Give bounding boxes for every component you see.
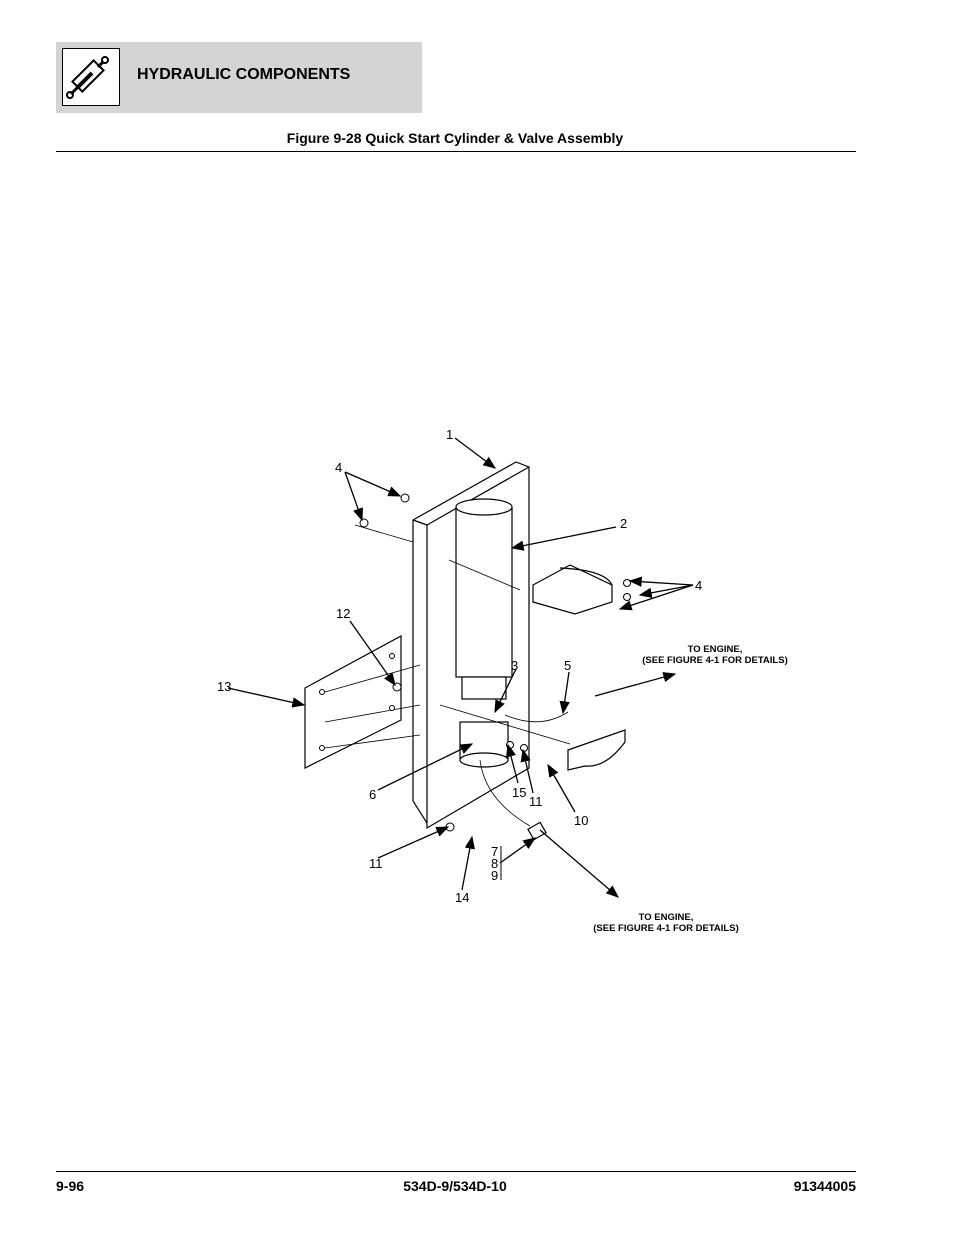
callout-13: 13: [217, 679, 231, 694]
callout-5: 5: [564, 658, 571, 673]
callout-1: 1: [446, 427, 453, 442]
figure-title: Figure 9-28 Quick Start Cylinder & Valve…: [286, 130, 624, 146]
model-number: 534D-9/534D-10: [403, 1178, 507, 1194]
backing-plate: [304, 634, 402, 769]
u-clamp-upper: [532, 564, 613, 615]
callout-9: 9: [491, 868, 498, 883]
callout-4-right: 4: [695, 578, 702, 593]
engine-note-top-line1: TO ENGINE,: [688, 644, 743, 655]
document-part-number: 91344005: [793, 1178, 856, 1194]
callout-2: 2: [620, 516, 627, 531]
callout-15: 15: [512, 785, 526, 800]
callout-8: 8: [491, 856, 498, 871]
callout-12: 12: [336, 606, 350, 621]
hydraulic-cylinder-icon: [62, 48, 120, 106]
footer-divider: [56, 1171, 856, 1172]
page-number: 9-96: [56, 1178, 85, 1194]
callout-11-left: 11: [369, 856, 383, 871]
engine-note-bottom-line2: (SEE FIGURE 4-1 FOR DETAILS): [593, 923, 739, 934]
section-header: HYDRAULIC COMPONENTS: [56, 42, 422, 113]
callout-4-left: 4: [335, 460, 342, 475]
quick-start-cylinder: [455, 506, 513, 678]
engine-note-top-line2: (SEE FIGURE 4-1 FOR DETAILS): [642, 655, 788, 666]
valve: [527, 821, 547, 841]
strap-clamp-lower: [567, 729, 626, 771]
callout-10: 10: [574, 813, 588, 828]
callout-11-right: 11: [529, 794, 543, 809]
callout-7: 7: [491, 844, 498, 859]
engine-note-bottom-line1: TO ENGINE,: [639, 912, 694, 923]
section-title: HYDRAULIC COMPONENTS: [137, 66, 351, 83]
callout-6: 6: [369, 787, 376, 802]
callout-14: 14: [455, 890, 469, 905]
callout-3: 3: [511, 658, 518, 673]
header-divider: [56, 151, 856, 152]
